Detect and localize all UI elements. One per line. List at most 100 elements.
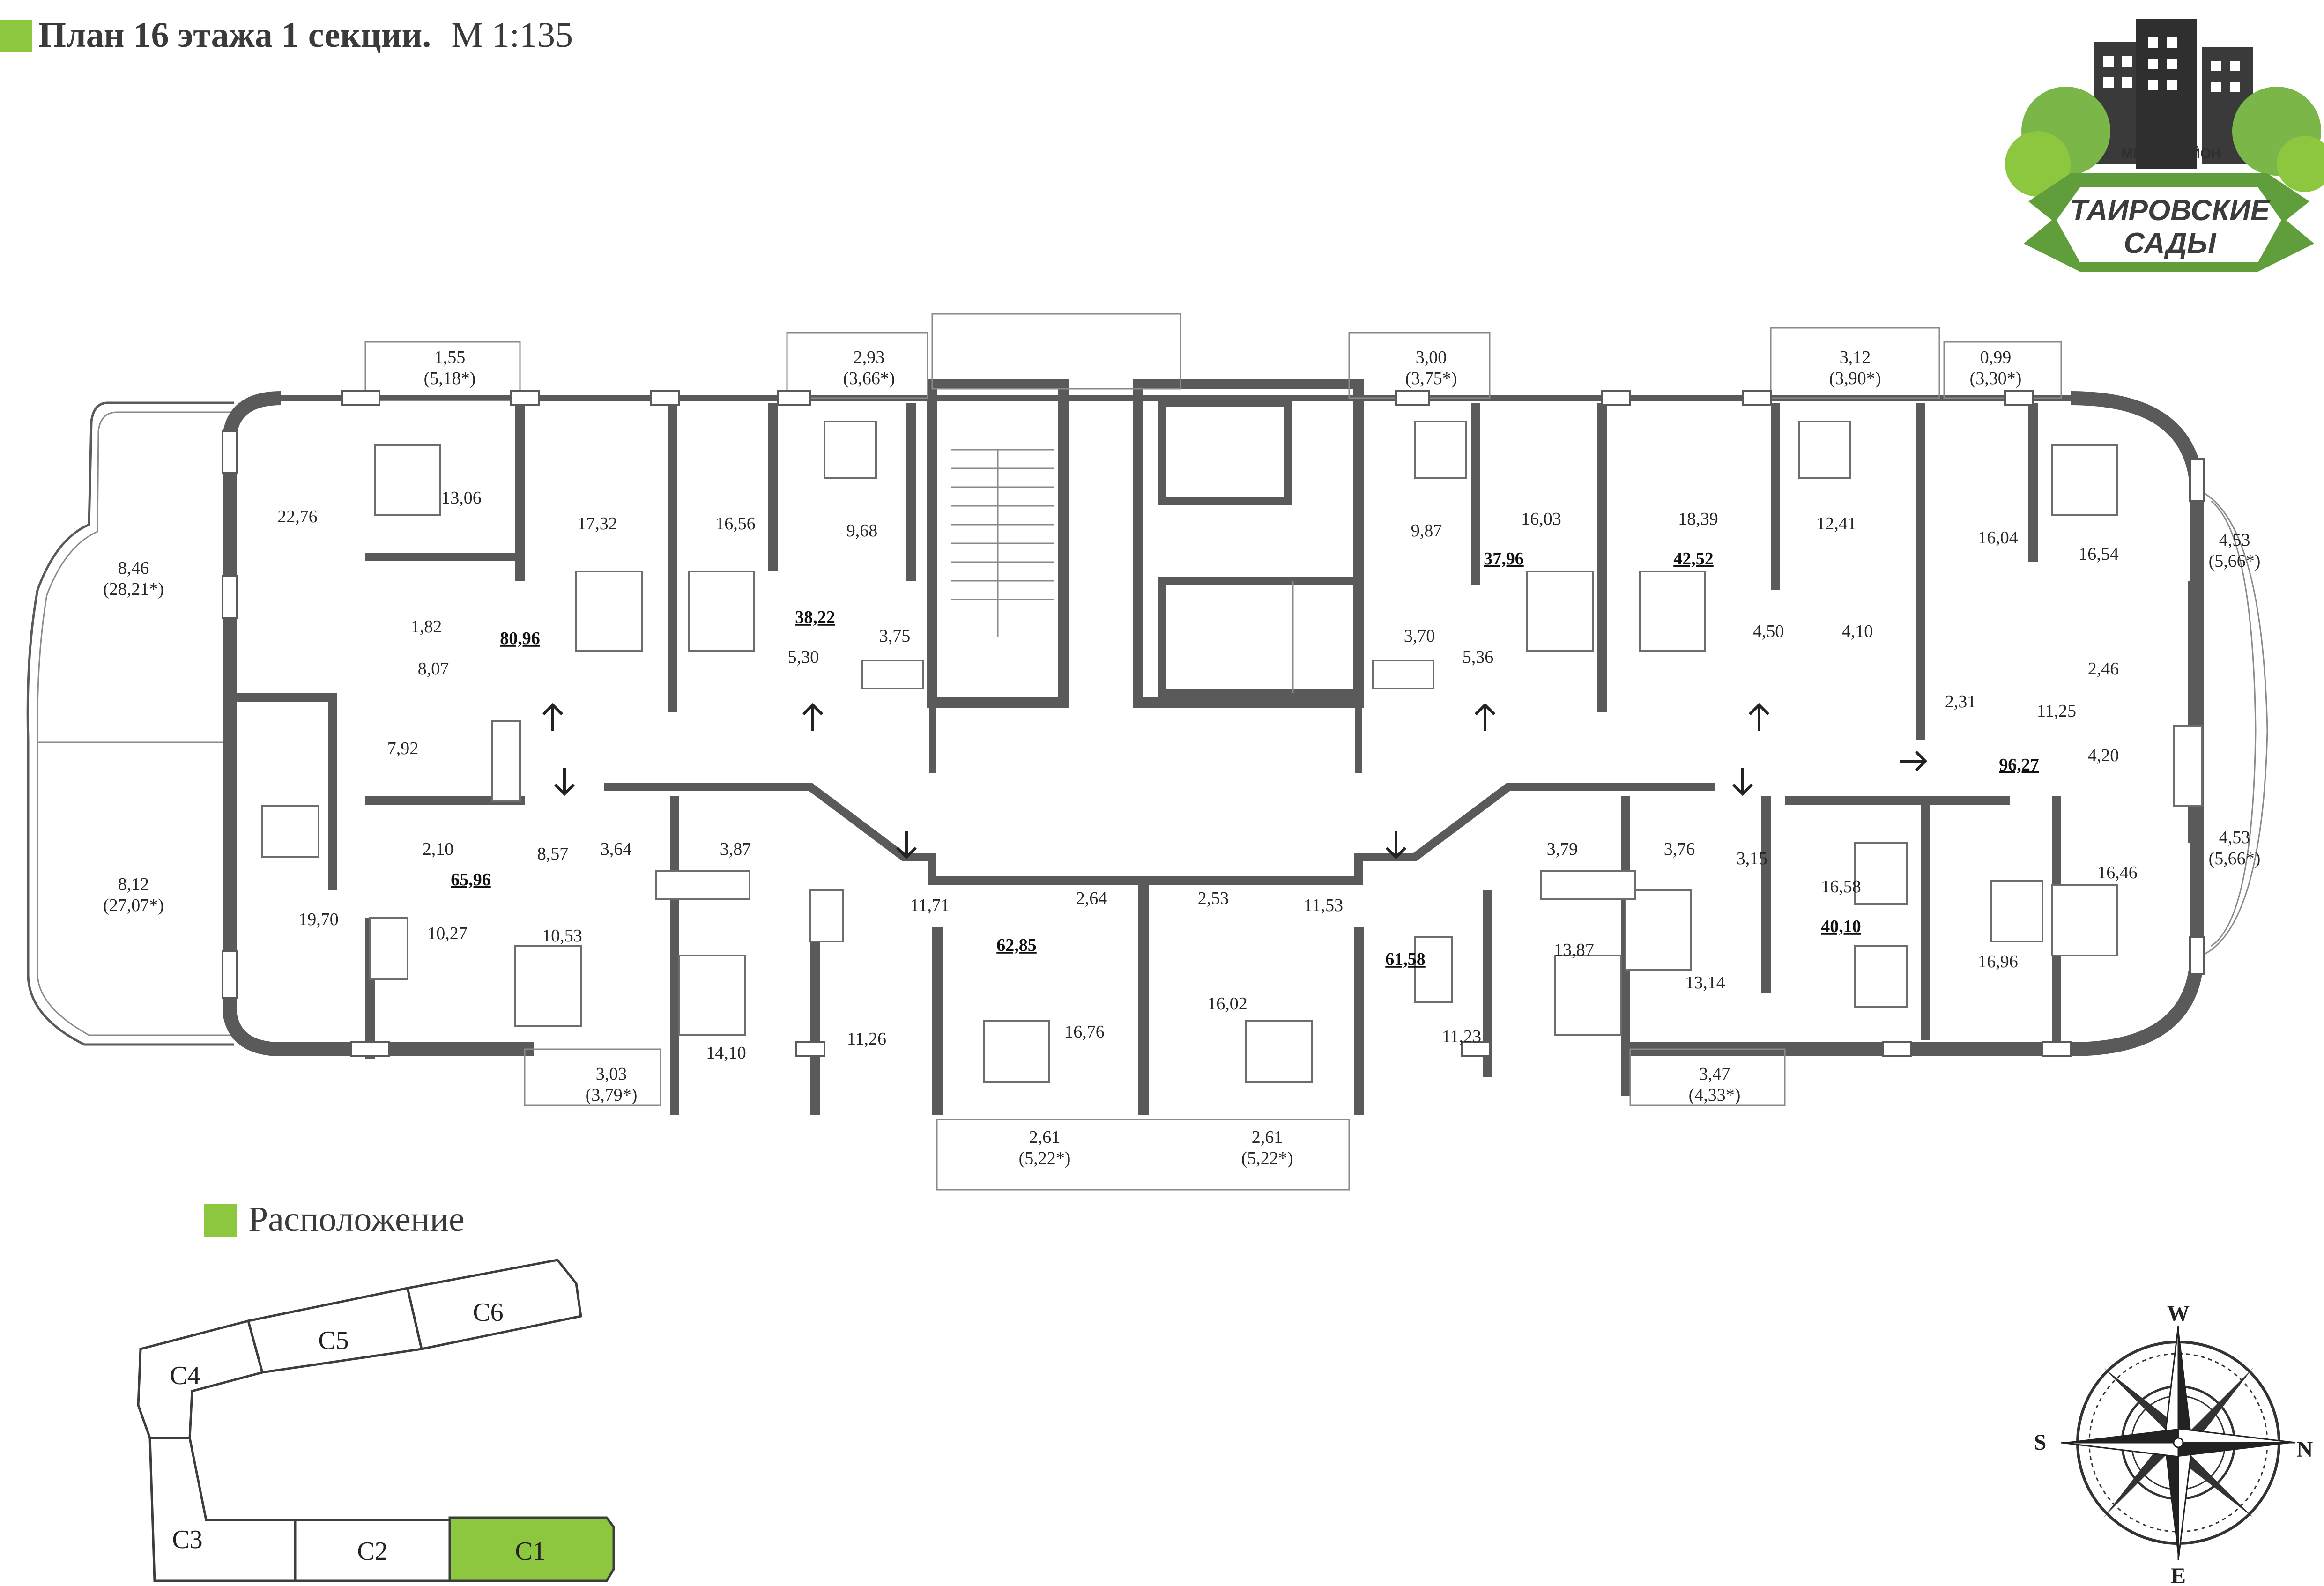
apartment-total: 38,22	[795, 608, 835, 627]
room-area: 16,54	[2079, 544, 2119, 564]
apartment-total: 62,85	[996, 935, 1037, 955]
apartment-totals: 80,96 38,22 65,96 62,85 61,58 37,96 42,5…	[451, 549, 2039, 969]
room-area: 1,82	[411, 617, 442, 637]
room-area: 3,76	[1664, 839, 1695, 859]
location-accent-square	[204, 1204, 237, 1237]
room-area: 2,31	[1945, 692, 1976, 711]
entry-arrows	[542, 703, 1928, 860]
room-area: (3,90*)	[1829, 369, 1881, 388]
room-area: 1,55	[434, 348, 466, 367]
room-area: 11,53	[1304, 896, 1343, 915]
room-area: (3,75*)	[1405, 369, 1457, 388]
room-area: 10,27	[427, 924, 468, 943]
room-area: 8,57	[537, 844, 569, 864]
room-area: 16,58	[1821, 877, 1861, 897]
arrow-down-icon	[1385, 831, 1407, 860]
arrow-up-icon	[1748, 703, 1770, 731]
apartment-total: 40,10	[1821, 917, 1861, 936]
room-area: 2,10	[423, 839, 454, 859]
title-accent-square	[0, 20, 32, 52]
apartment-total: 65,96	[451, 870, 491, 889]
room-area: 4,10	[1842, 622, 1873, 641]
room-area: 11,23	[1442, 1027, 1481, 1046]
room-area: (5,22*)	[1241, 1149, 1293, 1168]
room-area: 9,68	[846, 521, 878, 541]
apartment-total: 42,52	[1673, 549, 1714, 569]
room-area: (28,21*)	[103, 579, 164, 599]
room-area: 3,75	[879, 626, 911, 646]
room-area: 12,41	[1816, 514, 1856, 534]
room-area: 3,87	[720, 839, 751, 859]
room-area: 2,61	[1029, 1127, 1061, 1147]
section-c1	[448, 1516, 615, 1582]
arrow-right-icon	[1900, 750, 1928, 772]
room-area: 16,46	[2097, 863, 2138, 882]
arrow-up-icon	[802, 703, 824, 731]
room-area: 8,46	[118, 558, 149, 578]
room-area: 4,53	[2219, 530, 2250, 550]
room-area: 13,87	[1554, 940, 1594, 960]
room-area: 7,92	[387, 739, 419, 758]
room-area: 16,03	[1521, 509, 1561, 529]
section-label: C3	[172, 1525, 202, 1554]
arrow-up-icon	[542, 703, 564, 731]
compass-bottom-label: E	[2171, 1564, 2186, 1586]
room-area: 4,53	[2219, 828, 2250, 847]
room-area: 2,46	[2088, 659, 2119, 679]
room-area: (5,66*)	[2209, 849, 2261, 868]
room-area: 8,12	[118, 875, 149, 894]
room-area: 3,70	[1404, 626, 1435, 646]
room-area: 16,04	[1978, 528, 2018, 548]
apartment-total: 37,96	[1484, 549, 1524, 569]
compass-rose-icon: W S N E	[2034, 1301, 2313, 1586]
room-area: 16,56	[715, 514, 756, 534]
room-area: (4,33*)	[1689, 1085, 1741, 1105]
room-area: 18,39	[1678, 509, 1718, 529]
arrow-up-icon	[1474, 703, 1496, 731]
room-area: 13,14	[1685, 973, 1725, 993]
room-area: 4,20	[2088, 746, 2119, 765]
arrow-down-icon	[1732, 768, 1753, 796]
section-label: C1	[515, 1537, 545, 1566]
apartment-total: 96,27	[1999, 755, 2039, 775]
room-area: 3,12	[1840, 348, 1871, 367]
building-outline	[26, 313, 2268, 1191]
room-area: 4,50	[1753, 622, 1784, 641]
compass-left-label: S	[2034, 1430, 2047, 1455]
room-area: 22,76	[277, 507, 318, 526]
room-area: 3,03	[596, 1064, 627, 1084]
section-label: C5	[318, 1326, 349, 1355]
section-c6	[406, 1259, 582, 1350]
room-area: (3,66*)	[843, 369, 895, 388]
room-area: 3,47	[1699, 1064, 1730, 1084]
room-area: (3,79*)	[586, 1085, 638, 1105]
logo: МИКРОРАЙОН ТАИРОВСКИЕ САДЫ	[2005, 19, 2324, 272]
room-area: (3,30*)	[1970, 369, 2022, 388]
logo-line-2: САДЫ	[2124, 227, 2217, 259]
compass-right-label: N	[2297, 1437, 2313, 1462]
room-area: 2,53	[1198, 889, 1229, 908]
room-area: 2,61	[1252, 1127, 1283, 1147]
arrow-down-icon	[554, 768, 575, 796]
room-area: (5,66*)	[2209, 551, 2261, 571]
compass-top-label: W	[2167, 1301, 2190, 1326]
logo-top-text: МИКРОРАЙОН	[2121, 146, 2221, 162]
room-area: 10,53	[542, 926, 582, 946]
logo-line-1: ТАИРОВСКИЕ	[2070, 194, 2271, 227]
room-area: 9,87	[1411, 521, 1442, 541]
room-area: (5,22*)	[1019, 1149, 1071, 1168]
site-key-plan: C4 C5 C6 C3 C2 C1	[137, 1259, 615, 1582]
room-area: 5,36	[1463, 647, 1494, 667]
room-area: 11,71	[910, 896, 950, 915]
room-area: 8,07	[418, 659, 449, 679]
room-area: 5,30	[788, 647, 819, 667]
apartment-total: 61,58	[1385, 949, 1426, 969]
room-area: (27,07*)	[103, 896, 164, 915]
room-area: 2,93	[854, 348, 885, 367]
room-area: 3,15	[1737, 849, 1768, 868]
page-title-bold: План 16 этажа 1 секции.	[38, 15, 431, 55]
room-area: 16,02	[1207, 994, 1247, 1014]
room-area: 3,64	[601, 839, 632, 859]
room-area: 16,96	[1978, 952, 2018, 971]
apartment-total: 80,96	[500, 629, 540, 648]
